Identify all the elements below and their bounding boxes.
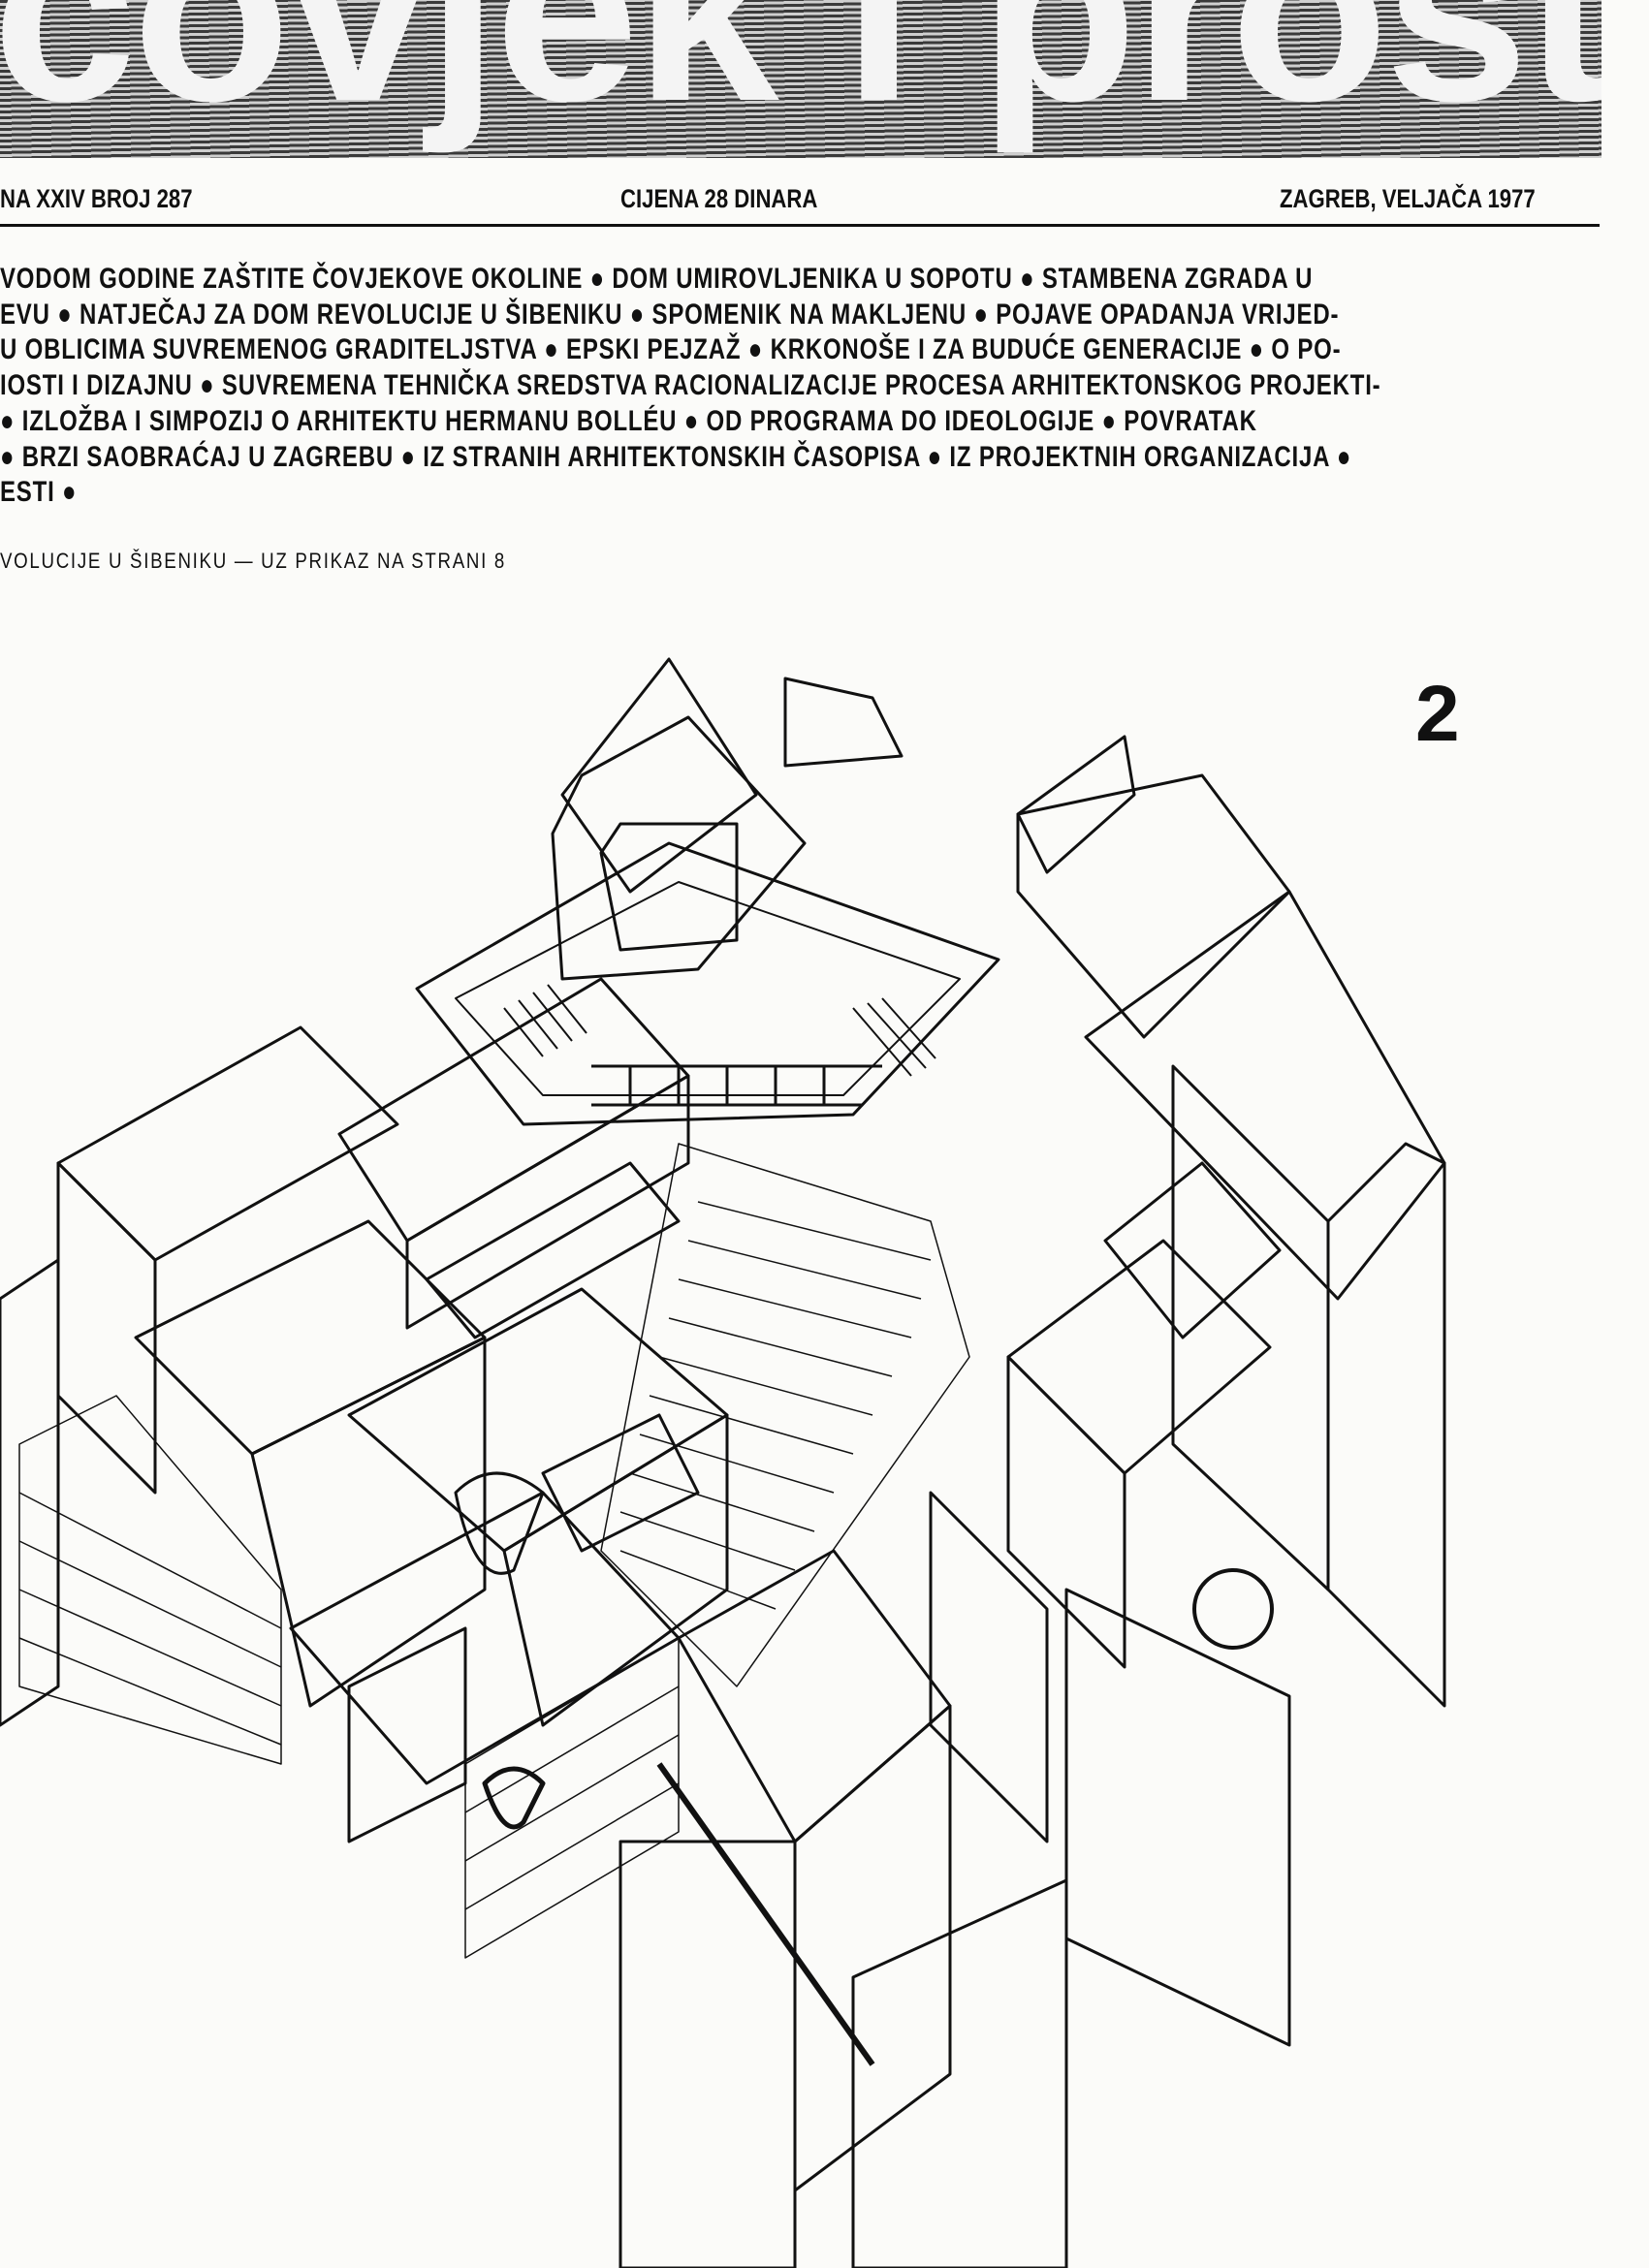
magazine-title: covjek i prostor [0, 0, 1601, 154]
table-of-contents: VODOM GODINE ZAŠTITE ČOVJEKOVE OKOLINE ●… [0, 262, 1600, 511]
contents-line: VODOM GODINE ZAŠTITE ČOVJEKOVE OKOLINE ●… [0, 263, 1314, 295]
page-number: 2 [1415, 670, 1460, 758]
contents-line: ● IZLOŽBA I SIMPOZIJ O ARHITEKTU HERMANU… [0, 404, 1257, 437]
brick-walls [18, 1395, 680, 1959]
central-tower [415, 657, 1000, 1126]
price: CIJENA 28 DINARA [620, 184, 818, 213]
masthead: covjek i prostor [0, 0, 1601, 158]
contents-line: U OBLICIMA SUVREMENOG GRADITELJSTVA ● EP… [0, 333, 1342, 366]
cover-caption: VOLUCIJE U ŠIBENIKU — UZ PRIKAZ NA STRAN… [0, 549, 506, 573]
contents-line: ESTI ● [0, 476, 78, 509]
contents-line: EVU ● NATJEČAJ ZA DOM REVOLUCIJE U ŠIBEN… [0, 298, 1340, 331]
contents-line: ● BRZI SAOBRAĆAJ U ZAGREBU ● IZ STRANIH … [0, 440, 1352, 473]
lower-structure [289, 1491, 1068, 2268]
header-rule [0, 224, 1600, 227]
left-wing [0, 977, 729, 1727]
stair-hatching [503, 984, 936, 1077]
right-annex [929, 735, 1446, 2047]
axonometric-drawing [0, 657, 1446, 2268]
place-date: ZAGREB, VELJAČA 1977 [1280, 184, 1536, 213]
contents-line: IOSTI I DIZAJNU ● SUVREMENA TEHNIČKA SRE… [0, 369, 1381, 402]
issue-number: NA XXIV BROJ 287 [0, 184, 193, 213]
